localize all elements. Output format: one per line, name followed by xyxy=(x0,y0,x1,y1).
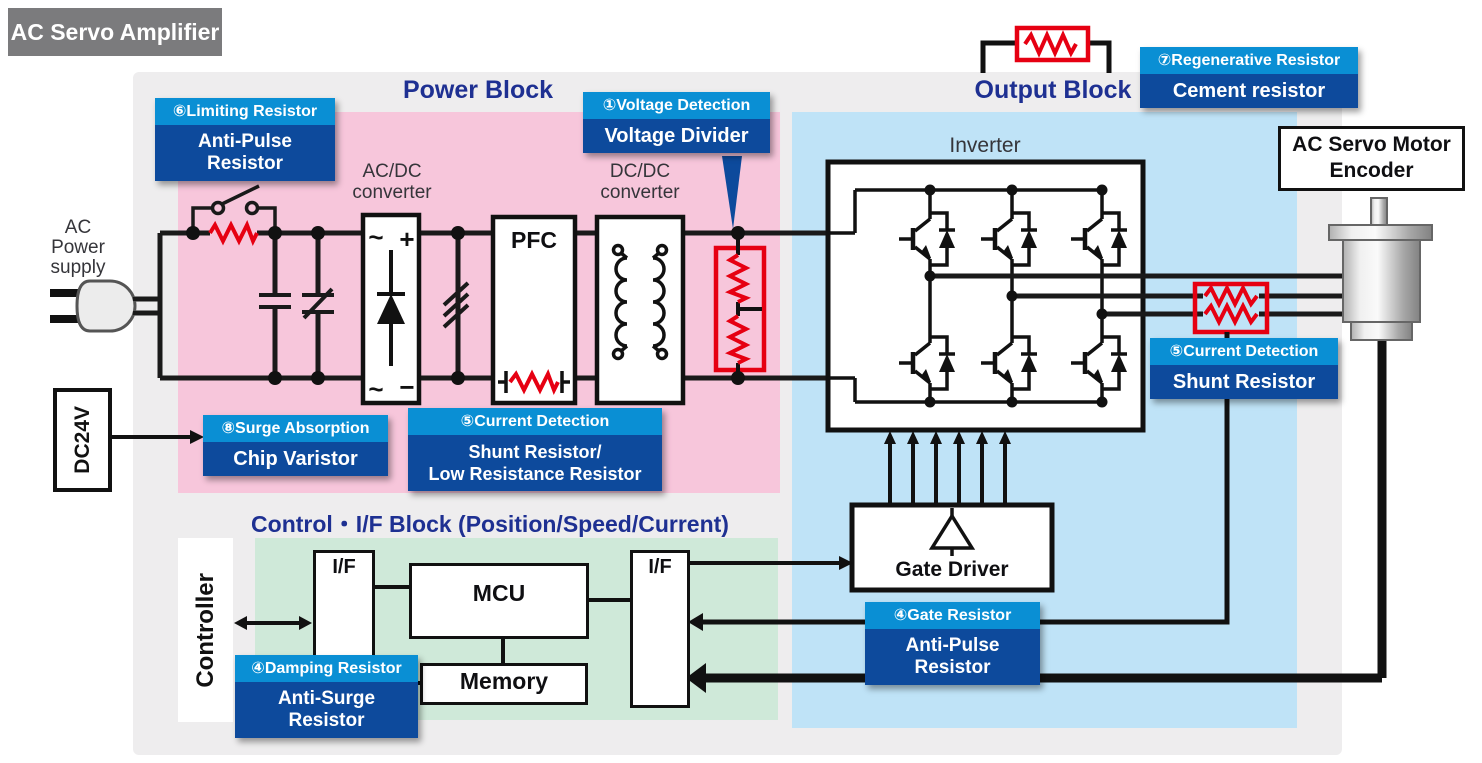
motor-encoder-label-box: AC Servo Motor Encoder xyxy=(1278,126,1465,191)
phase-lines xyxy=(930,273,1345,317)
callout-current-b-header: ⑤Current Detection xyxy=(1150,338,1338,365)
gate-driver-label: Gate Driver xyxy=(895,558,1009,581)
voltage-callout-tail xyxy=(722,156,742,229)
pfc-shunt-icon xyxy=(498,369,570,395)
callout-gate-body: Anti-Pulse Resistor xyxy=(865,629,1040,685)
ac-power-supply-label: AC Power supply xyxy=(50,217,106,278)
callout-damping-resistor: ④Damping Resistor Anti-Surge Resistor xyxy=(235,655,418,738)
callout-damping-body: Anti-Surge Resistor xyxy=(235,682,418,738)
dc24v-arrow xyxy=(110,430,204,444)
limiting-resistor-icon xyxy=(208,220,259,246)
acdc-converter-box xyxy=(360,212,422,406)
callout-voltage-detection: ①Voltage Detection Voltage Divider xyxy=(583,92,770,153)
acdc-symbol-tl: ~ xyxy=(368,222,383,252)
mcu-box xyxy=(409,563,589,639)
memory-box xyxy=(420,663,588,705)
callout-voltage-header: ①Voltage Detection xyxy=(583,92,770,119)
callout-limiting-resistor: ⑥Limiting Resistor Anti-Pulse Resistor xyxy=(155,98,335,181)
acdc-symbol-bl: ~ xyxy=(368,374,383,404)
power-rails xyxy=(133,230,828,381)
controller-label: Controller xyxy=(191,572,219,688)
voltage-divider-icon xyxy=(713,233,767,378)
gate-driver-amp-icon xyxy=(928,508,976,556)
callout-regen-header: ⑦Regenerative Resistor xyxy=(1140,47,1358,74)
if-left-label: I/F xyxy=(332,556,356,578)
controller-box xyxy=(178,538,233,722)
callout-current-detection-shunt: ⑤Current Detection Shunt Resistor xyxy=(1150,338,1338,399)
memory-label2: Memory xyxy=(459,668,549,694)
dcdc-converter-box xyxy=(594,214,686,406)
app-title: AC Servo Amplifier xyxy=(10,18,220,45)
callout-limiting-body: Anti-Pulse Resistor xyxy=(155,125,335,181)
callout-surge-body: Chip Varistor xyxy=(203,442,388,476)
callout-regenerative-resistor: ⑦Regenerative Resistor Cement resistor xyxy=(1140,47,1358,108)
regenerative-resistor-icon xyxy=(980,25,1112,73)
gate-signal-arrows xyxy=(884,431,1011,505)
callout-damping-header: ④Damping Resistor xyxy=(235,655,418,682)
acdc-symbol-tr: + xyxy=(399,224,414,254)
callout-voltage-body: Voltage Divider xyxy=(583,119,770,153)
callout-current-detection-pfc: ⑤Current Detection Shunt Resistor/ Low R… xyxy=(408,408,662,491)
dcdc-converter-label: DC/DC converter xyxy=(600,161,680,203)
callout-surge-absorption: ⑧Surge Absorption Chip Varistor xyxy=(203,415,388,476)
dc24v-box xyxy=(53,388,112,492)
capacitor-icon xyxy=(259,293,291,309)
bypass-switch-icon xyxy=(191,184,277,233)
dc24v-label: DC24V xyxy=(70,406,94,474)
junction-dots xyxy=(186,184,1108,408)
if-box-right xyxy=(630,550,690,708)
callout-gate-header: ④Gate Resistor xyxy=(865,602,1040,629)
mcu-label2: MCU xyxy=(472,580,526,606)
callout-current-a-header: ⑤Current Detection xyxy=(408,408,662,435)
app-title-box: AC Servo Amplifier xyxy=(8,8,222,56)
control-block-title: Control・I/F Block (Position/Speed/Curren… xyxy=(251,511,729,537)
output-block-title: Output Block xyxy=(974,76,1132,104)
arrester-icon xyxy=(442,281,470,329)
power-block-title: Power Block xyxy=(402,76,554,104)
if-right-label: I/F xyxy=(648,556,672,578)
servo-motor-icon xyxy=(1328,197,1433,341)
transformer-icon xyxy=(611,243,669,361)
callout-surge-header: ⑧Surge Absorption xyxy=(203,415,388,442)
callout-current-a-body: Shunt Resistor/ Low Resistance Resistor xyxy=(408,435,662,491)
callout-gate-resistor: ④Gate Resistor Anti-Pulse Resistor xyxy=(865,602,1040,685)
acdc-symbol-br: − xyxy=(399,372,414,402)
callout-limiting-header: ⑥Limiting Resistor xyxy=(155,98,335,125)
callout-regen-body: Cement resistor xyxy=(1140,74,1358,108)
acdc-converter-label: AC/DC converter xyxy=(352,161,432,203)
callout-current-b-body: Shunt Resistor xyxy=(1150,365,1338,399)
varistor-icon xyxy=(302,287,334,320)
encoder-feedback-line xyxy=(686,340,1387,693)
shunt-resistor-icon xyxy=(1192,281,1270,335)
inverter-box xyxy=(825,159,1146,433)
diode-icon xyxy=(377,250,405,366)
pfc-label: PFC xyxy=(511,227,557,253)
ac-plug-icon xyxy=(50,279,161,333)
inverter-label: Inverter xyxy=(949,134,1021,157)
